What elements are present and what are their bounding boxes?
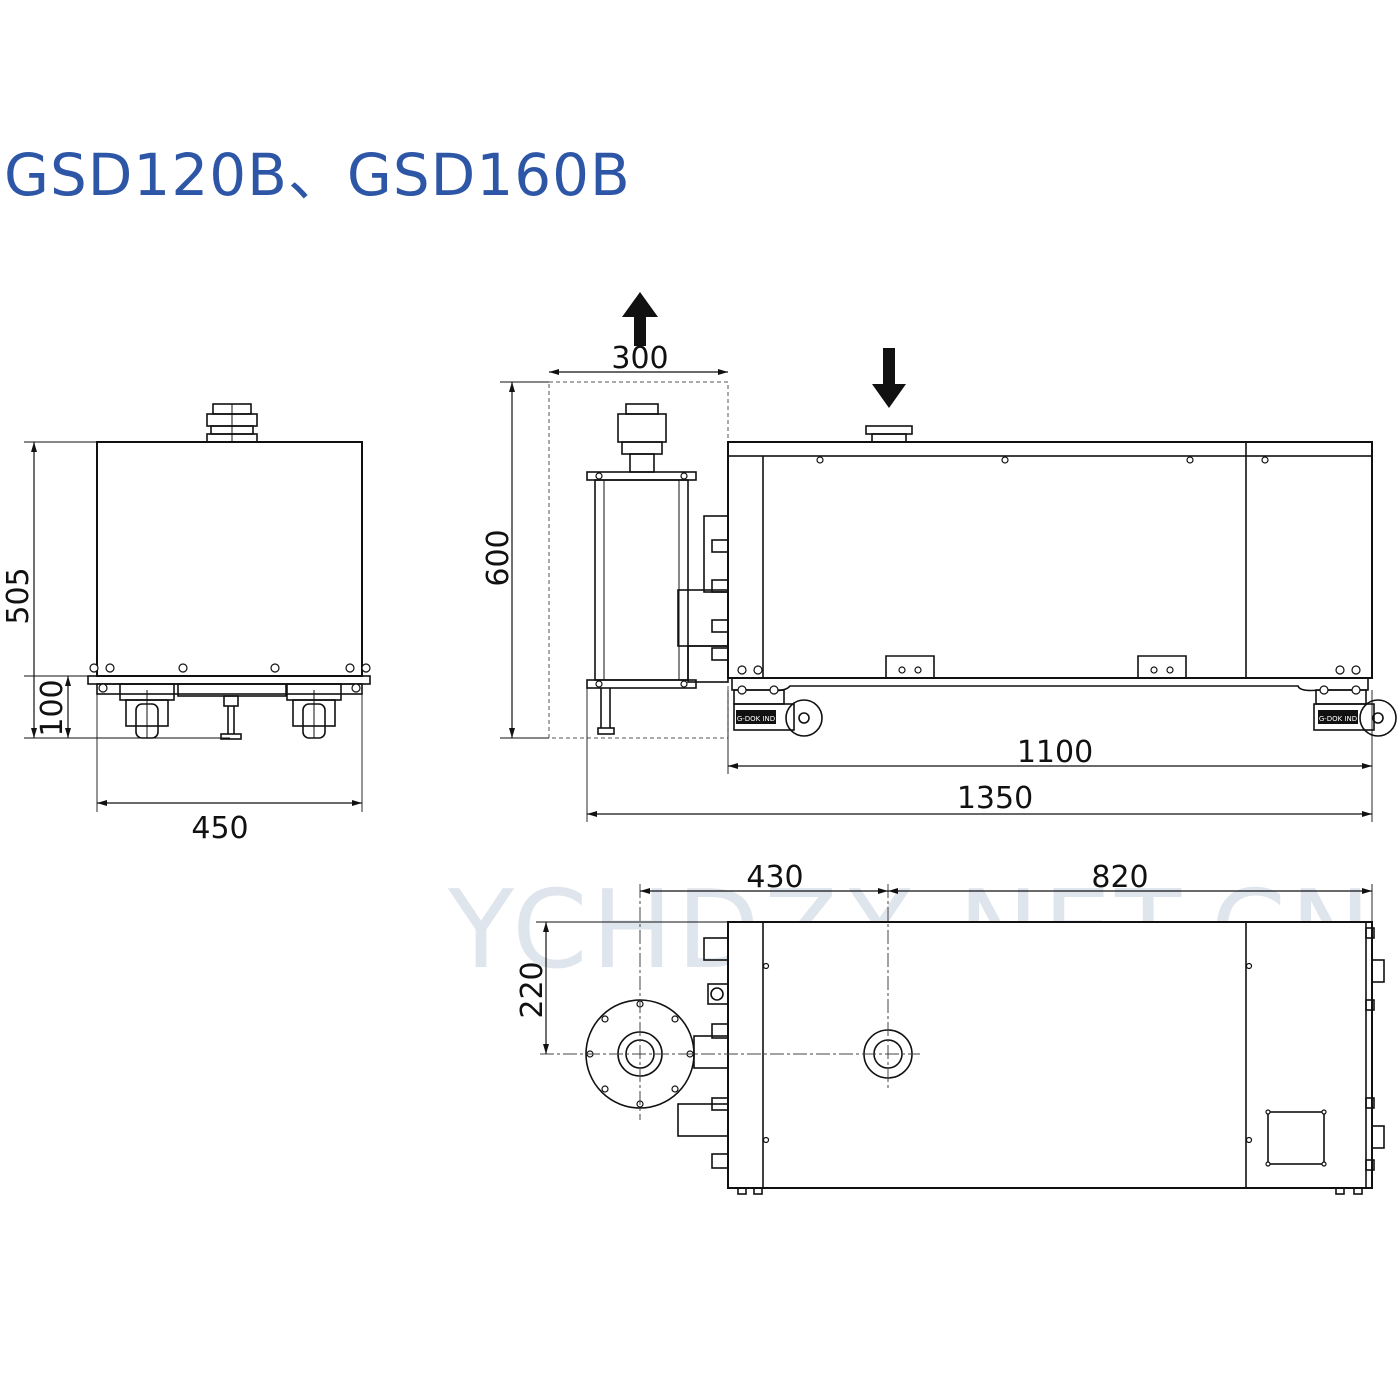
side-fittings xyxy=(677,515,729,683)
dim-top-offset: 220 xyxy=(515,961,550,1018)
dim-front-height: 505 xyxy=(1,567,36,624)
dim-top-right: 820 xyxy=(1091,860,1148,895)
front-caster-left xyxy=(119,683,175,739)
front-body xyxy=(96,441,363,677)
dim-front-width: 450 xyxy=(191,811,248,846)
page-title: GSD120B、GSD160B xyxy=(4,141,631,209)
top-view: 430 820 220 xyxy=(515,860,1385,1195)
front-top-flange xyxy=(206,403,258,443)
side-exhaust-column xyxy=(586,403,697,735)
inlet-envelope xyxy=(548,381,729,739)
side-view: G-DOK IND G-DOK IND 300 600 1100 xyxy=(481,292,1397,822)
arrow-up-icon xyxy=(622,292,658,346)
dim-top-left: 430 xyxy=(746,860,803,895)
dim-side-inlet: 300 xyxy=(611,341,668,376)
dim-side-total-length: 1350 xyxy=(957,781,1033,816)
dim-front-base: 100 xyxy=(35,679,70,736)
dim-side-body-length: 1100 xyxy=(1017,735,1093,770)
front-center-foot xyxy=(177,683,287,740)
front-caster-right xyxy=(286,683,342,739)
caster-label-left: G-DOK IND xyxy=(737,715,775,723)
top-panel xyxy=(1267,1111,1325,1165)
top-body xyxy=(727,921,1373,1189)
side-caster-left: G-DOK IND xyxy=(733,685,823,737)
front-view: 505 100 450 xyxy=(1,403,371,846)
side-caster-right: G-DOK IND xyxy=(1313,685,1397,737)
front-base-plate xyxy=(87,675,371,685)
side-body xyxy=(727,441,1373,679)
dim-side-height: 600 xyxy=(481,529,516,586)
caster-label-right: G-DOK IND xyxy=(1319,715,1357,723)
arrow-down-icon xyxy=(872,348,906,408)
